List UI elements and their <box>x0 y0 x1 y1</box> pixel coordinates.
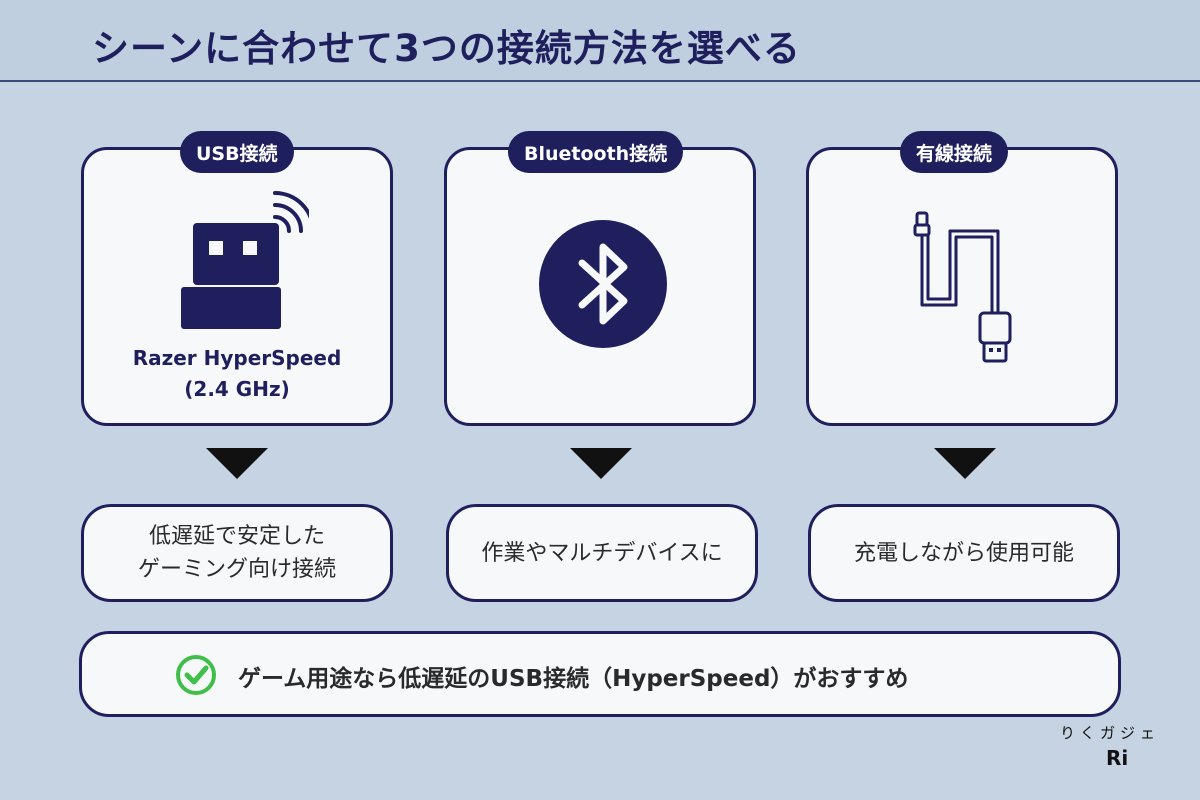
arrow-down-icon <box>934 448 996 479</box>
header-bar: シーンに合わせて3つの接続方法を選べる <box>0 0 1200 82</box>
card-usb-tag: USB接続 <box>180 131 294 173</box>
box-usb-line2: ゲーミング向け接続 <box>137 557 336 582</box>
bluetooth-icon <box>539 220 667 348</box>
summary-banner: ゲーム用途なら低遅延のUSB接続（HyperSpeed）がおすすめ <box>79 631 1121 717</box>
logo-mark: Ri <box>1106 746 1129 770</box>
card-bluetooth-tag: Bluetooth接続 <box>508 131 684 173</box>
card-wired-tag: 有線接続 <box>900 131 1009 173</box>
box-bluetooth-description: 作業やマルチデバイスに <box>446 504 758 602</box>
box-usb-description: 低遅延で安定した ゲーミング向け接続 <box>81 504 393 602</box>
summary-text: ゲーム用途なら低遅延のUSB接続（HyperSpeed）がおすすめ <box>238 666 909 692</box>
card-usb: Razer HyperSpeed (2.4 GHz) <box>81 147 393 426</box>
arrow-down-icon <box>570 448 632 479</box>
card-bluetooth <box>444 147 756 426</box>
card-usb-caption-line2: (2.4 GHz) <box>184 377 290 401</box>
check-circle-icon <box>176 655 216 695</box>
card-usb-caption-line1: Razer HyperSpeed <box>132 346 342 370</box>
card-wired <box>806 147 1118 426</box>
page-title: シーンに合わせて3つの接続方法を選べる <box>92 27 801 70</box>
arrow-down-icon <box>206 448 268 479</box>
box-wired-line1: 充電しながら使用可能 <box>853 540 1074 566</box>
site-logo: りくガジェ Ri <box>1060 722 1190 778</box>
usb-cable-icon <box>913 211 1012 363</box>
logo-kana: りくガジェ <box>1060 724 1161 742</box>
box-wired-description: 充電しながら使用可能 <box>808 504 1120 602</box>
box-bluetooth-line1: 作業やマルチデバイスに <box>481 540 723 566</box>
box-usb-line1: 低遅延で安定した <box>148 524 325 549</box>
usb-dongle-icon <box>181 191 309 329</box>
